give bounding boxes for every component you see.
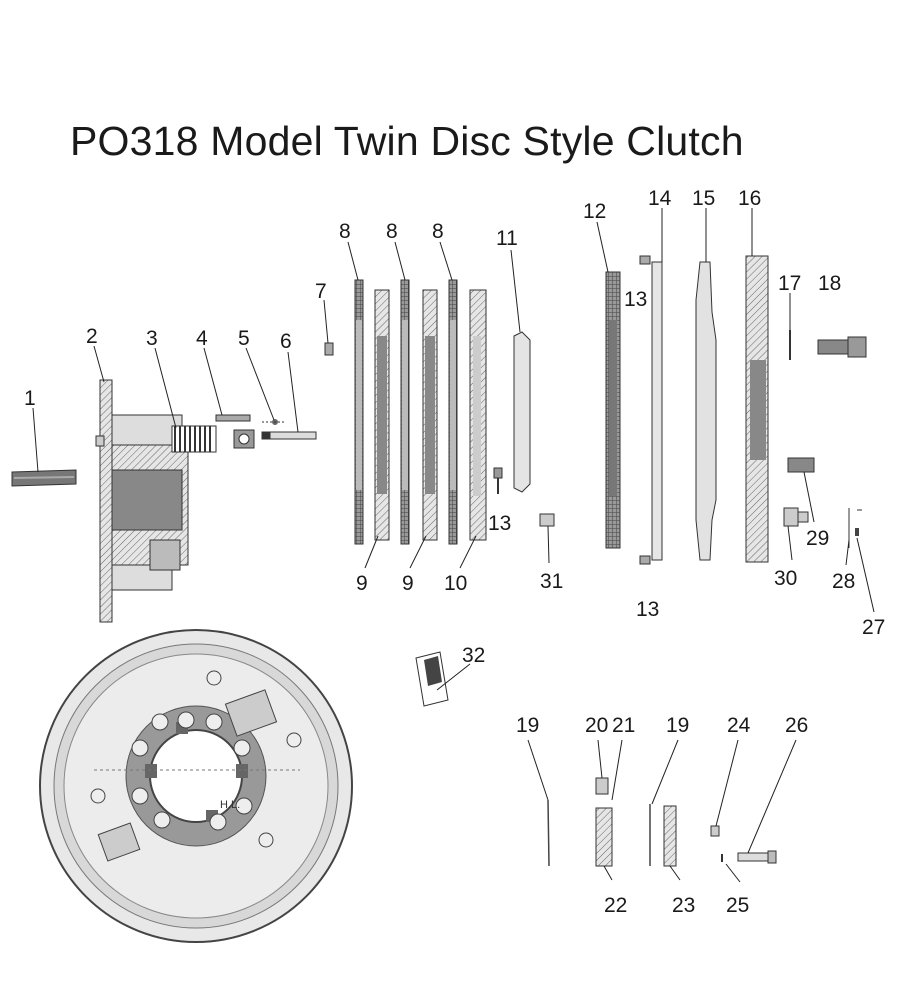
part-4-lever [215,414,255,449]
callout-26: 26 [785,714,808,737]
callout-numbers: 1 2 3 4 5 6 7 8 8 8 9 9 10 11 12 13 13 1… [24,187,885,917]
callout-19a: 19 [516,714,539,737]
callout-8b: 8 [386,220,398,243]
callout-15: 15 [692,187,715,210]
leader-lines [32,208,875,883]
callout-28: 28 [832,570,855,593]
callout-3: 3 [146,327,158,350]
callout-22: 22 [604,894,627,917]
part-30-nut [783,507,809,527]
callout-2: 2 [86,325,98,348]
part-7-pin [324,342,334,356]
callout-7: 7 [315,280,327,303]
part-9-discs [374,289,438,541]
callout-29: 29 [806,527,829,550]
callout-18: 18 [818,272,841,295]
callout-13c: 13 [636,598,659,621]
callout-12: 12 [583,200,606,223]
callout-13b: 13 [488,512,511,535]
callout-4: 4 [196,327,208,350]
callout-10: 10 [444,572,467,595]
part-3-spring [171,425,217,453]
callout-16: 16 [738,187,761,210]
callout-13a: 13 [624,288,647,311]
part-31-bushing [539,513,555,527]
part-27-28-pins [848,508,862,548]
callout-31: 31 [540,570,563,593]
part-5-pin [262,419,285,425]
callout-20: 20 [585,714,608,737]
part-13-screw-a [493,467,503,494]
part-15-pressure-plate [695,261,717,561]
callout-23: 23 [672,894,695,917]
part-1-shaft [11,469,77,487]
part-29-spacer [787,457,815,473]
callout-9a: 9 [356,572,368,595]
part-2-hub [95,379,189,623]
callout-8a: 8 [339,220,351,243]
callout-27: 27 [862,616,885,639]
callout-14: 14 [648,187,672,210]
part-11-backing-plate [513,331,531,493]
callout-32: 32 [462,644,485,667]
callout-24: 24 [727,714,751,737]
callout-6: 6 [280,330,292,353]
diagram-title: PO318 Model Twin Disc Style Clutch [70,118,744,164]
callout-21: 21 [612,714,635,737]
callout-5: 5 [238,327,250,350]
clutch-front-view: H.L. [39,629,353,943]
part-8-plates [354,279,458,545]
callout-30: 30 [774,567,797,590]
callout-8c: 8 [432,220,444,243]
callout-1: 1 [24,387,36,410]
part-10-plate [469,289,487,541]
callout-25: 25 [726,894,749,917]
part-12-friction-disc [605,271,621,549]
small-parts-group [547,777,777,867]
callout-9b: 9 [402,572,414,595]
callout-19b: 19 [666,714,689,737]
hl-mark: H.L. [220,799,240,811]
part-18-bolt [817,336,867,358]
part-16-cover [745,255,769,563]
callout-17: 17 [778,272,801,295]
part-14-plate [639,255,663,565]
part-6-rod [261,431,317,440]
part-32-label-card [415,651,449,707]
callout-11: 11 [496,227,518,250]
